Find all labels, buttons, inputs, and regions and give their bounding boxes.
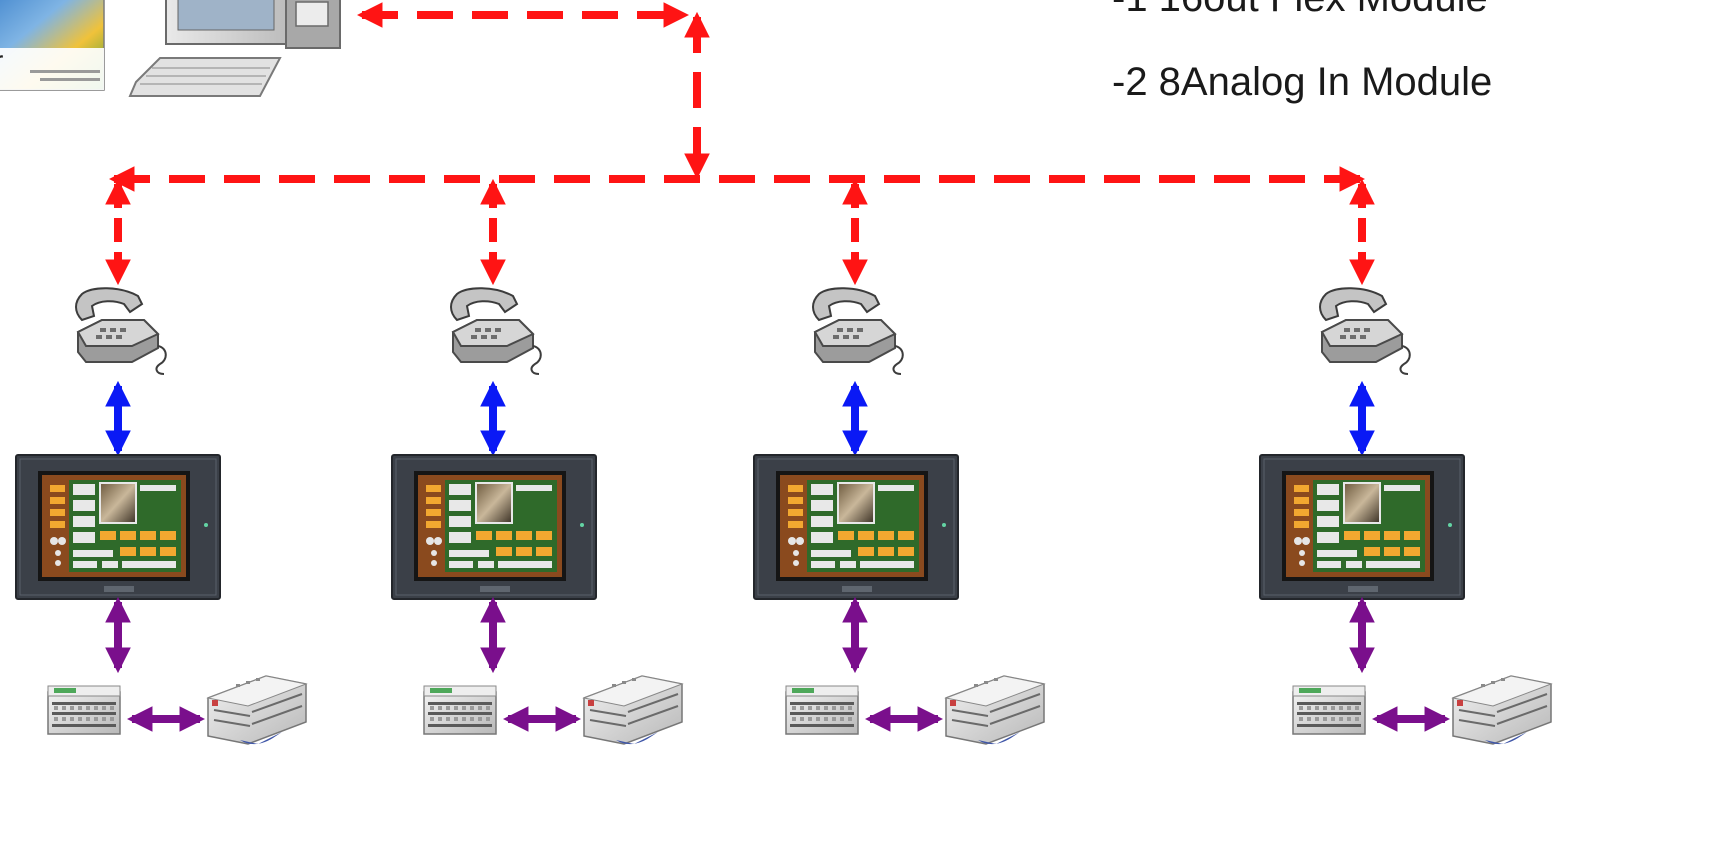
hmi-touch-panel-icon — [1259, 454, 1465, 600]
station-4 — [1259, 178, 1552, 746]
io-module-icon — [207, 675, 307, 746]
io-module-icon — [583, 675, 683, 746]
desktop-computer-icon — [129, 0, 341, 97]
station-1 — [15, 178, 307, 746]
software-package-box: r — [0, 0, 105, 91]
telephone-modem-icon — [812, 287, 904, 375]
hmi-touch-panel-icon — [391, 454, 597, 600]
note-analog-module: -2 8Analog In Module — [1112, 60, 1493, 104]
hmi-touch-panel-icon — [15, 454, 221, 600]
io-module-icon — [423, 685, 497, 735]
note-flex-module: -1 16out Flex Module — [1112, 0, 1488, 21]
io-module-icon — [785, 685, 859, 735]
network-links — [108, 2, 1366, 192]
station-3 — [753, 178, 1045, 746]
io-module-icon — [47, 685, 121, 735]
io-module-icon — [945, 675, 1045, 746]
telephone-modem-icon — [450, 287, 542, 375]
software-box-label: r — [0, 45, 3, 76]
hmi-touch-panel-icon — [753, 454, 959, 600]
telephone-modem-icon — [1319, 287, 1411, 375]
telephone-modem-icon — [75, 287, 167, 375]
io-module-icon — [1292, 685, 1366, 735]
station-2 — [391, 178, 683, 746]
io-module-icon — [1452, 675, 1552, 746]
